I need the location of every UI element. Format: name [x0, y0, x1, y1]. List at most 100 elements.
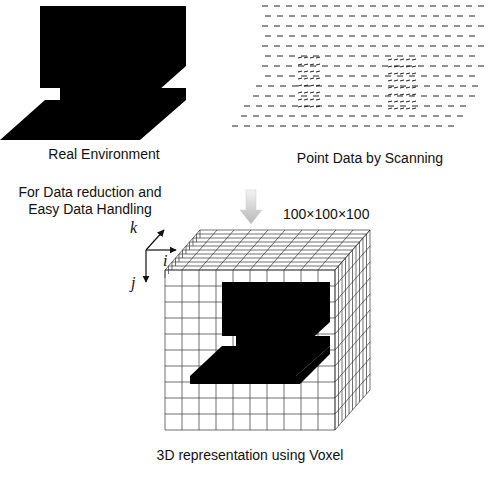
stroke	[430, 46, 436, 47]
dimension-text: 100×100×100	[283, 206, 369, 223]
stroke	[382, 6, 388, 7]
stroke	[370, 6, 376, 7]
stroke	[316, 85, 320, 86]
stroke	[373, 96, 379, 97]
stroke	[277, 116, 283, 117]
stroke	[256, 106, 262, 107]
stroke	[265, 116, 271, 117]
stroke	[335, 326, 370, 366]
stroke	[298, 99, 302, 100]
stroke	[409, 56, 415, 57]
stroke	[397, 36, 403, 37]
stroke	[241, 116, 247, 117]
stroke	[406, 46, 412, 47]
stroke	[310, 57, 314, 58]
stroke	[325, 16, 331, 17]
axis-label: k	[130, 219, 137, 236]
stroke	[397, 16, 403, 17]
stroke	[394, 108, 398, 109]
stroke	[274, 66, 280, 67]
stroke	[394, 80, 398, 81]
stroke	[301, 16, 307, 17]
stroke	[421, 96, 427, 97]
stroke	[385, 16, 391, 17]
stroke	[337, 36, 343, 37]
stroke	[409, 96, 415, 97]
stroke	[445, 56, 451, 57]
stroke	[301, 76, 307, 77]
stroke	[286, 26, 292, 27]
stroke	[292, 126, 298, 127]
stroke	[304, 106, 310, 107]
stroke	[334, 66, 340, 67]
stroke	[265, 96, 271, 97]
stroke	[400, 86, 406, 87]
stroke	[373, 16, 379, 17]
stroke	[469, 76, 475, 77]
stroke	[301, 96, 307, 97]
stroke	[394, 26, 400, 27]
stroke	[268, 106, 274, 107]
stroke	[478, 46, 484, 47]
stroke	[265, 56, 271, 57]
stroke	[337, 56, 343, 57]
stroke	[244, 126, 250, 127]
stroke	[433, 56, 439, 57]
stroke	[364, 106, 370, 107]
stroke	[412, 59, 416, 60]
stroke	[310, 71, 314, 72]
stroke	[361, 116, 367, 117]
stroke	[298, 64, 302, 65]
stroke	[373, 56, 379, 57]
stroke	[265, 76, 271, 77]
stroke	[298, 26, 304, 27]
stroke	[433, 116, 439, 117]
stroke	[335, 230, 370, 270]
stroke	[289, 16, 295, 17]
stroke	[349, 76, 355, 77]
stroke	[394, 66, 400, 67]
stroke	[370, 26, 376, 27]
stroke	[335, 270, 336, 430]
stroke	[436, 106, 442, 107]
stroke	[183, 250, 353, 251]
stroke	[388, 66, 392, 67]
stroke	[406, 6, 412, 7]
stroke	[349, 116, 355, 117]
stroke	[400, 101, 404, 102]
stroke	[322, 66, 328, 67]
stroke	[277, 76, 283, 77]
stroke	[175, 258, 176, 266]
stroke	[448, 106, 454, 107]
stroke	[385, 36, 391, 37]
stroke	[289, 36, 295, 37]
stroke	[289, 96, 295, 97]
stroke	[334, 46, 340, 47]
axis-label: j	[131, 274, 135, 291]
stroke	[388, 126, 394, 127]
stroke	[466, 46, 472, 47]
stroke	[394, 101, 398, 102]
stroke	[394, 73, 398, 74]
stroke	[304, 57, 308, 58]
stroke	[400, 59, 404, 60]
stroke	[286, 66, 292, 67]
stroke	[409, 76, 415, 77]
stroke	[262, 66, 268, 67]
stroke	[406, 101, 410, 102]
real-environment-shape	[0, 6, 186, 140]
stroke	[400, 80, 404, 81]
stroke	[448, 86, 454, 87]
stroke	[394, 94, 398, 95]
stroke	[442, 46, 448, 47]
stroke	[424, 106, 430, 107]
stroke	[400, 94, 404, 95]
stroke	[400, 108, 404, 109]
stroke	[346, 6, 352, 7]
stroke	[352, 106, 358, 107]
stroke	[472, 86, 478, 87]
stroke	[197, 234, 367, 235]
stroke	[200, 230, 370, 231]
stroke	[316, 99, 320, 100]
stroke	[424, 86, 430, 87]
